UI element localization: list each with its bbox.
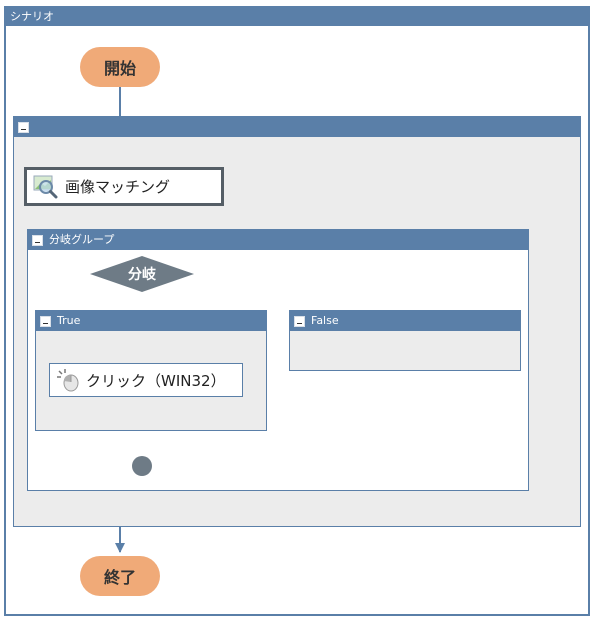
click-label: クリック（WIN32） xyxy=(86,371,226,390)
true-group-title: True xyxy=(57,314,81,327)
image-match-node[interactable]: 画像マッチング xyxy=(24,167,224,206)
magnifier-icon xyxy=(33,175,59,199)
end-label: 終了 xyxy=(103,568,136,587)
branch-group-header: 分岐グループ xyxy=(28,230,528,250)
branch-diamond[interactable] xyxy=(90,256,194,292)
outer-group-header xyxy=(14,117,580,137)
image-match-label: 画像マッチング xyxy=(65,178,171,196)
start-label: 開始 xyxy=(103,59,136,78)
false-group-title: False xyxy=(311,314,339,327)
branch-group-title: 分岐グループ xyxy=(49,233,115,246)
mouse-click-icon xyxy=(56,368,80,392)
start-node[interactable]: 開始 xyxy=(80,47,160,87)
merge-point xyxy=(132,456,152,476)
collapse-icon[interactable] xyxy=(18,121,29,133)
collapse-icon[interactable] xyxy=(32,234,43,246)
end-node[interactable]: 終了 xyxy=(80,556,160,596)
branch-label: 分岐 xyxy=(128,267,156,283)
true-group[interactable]: True xyxy=(35,310,267,431)
false-group[interactable]: False xyxy=(289,310,521,371)
scenario-title: シナリオ xyxy=(6,8,588,26)
collapse-icon[interactable] xyxy=(40,315,51,327)
true-group-header: True xyxy=(36,311,266,331)
false-group-header: False xyxy=(290,311,520,331)
click-node[interactable]: クリック（WIN32） xyxy=(49,363,243,397)
collapse-icon[interactable] xyxy=(294,315,305,327)
